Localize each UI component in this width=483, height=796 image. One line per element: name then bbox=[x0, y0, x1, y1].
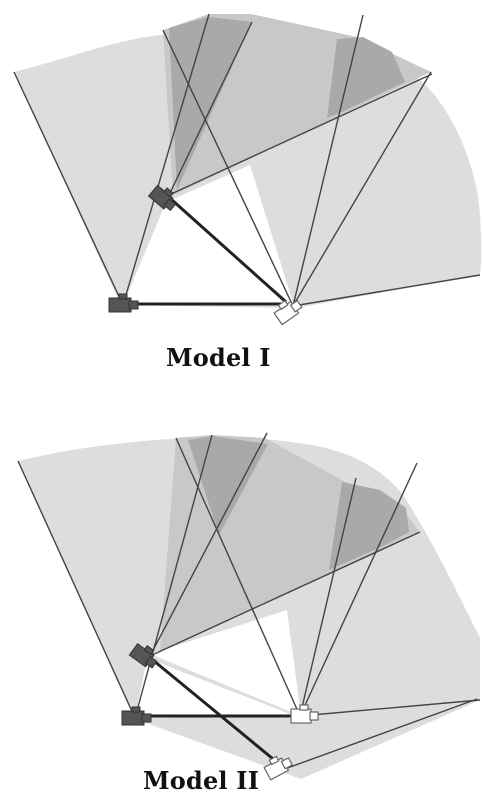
model-i-panel: Model I bbox=[13, 13, 482, 372]
view-line bbox=[17, 460, 136, 719]
model-i-caption: Model I bbox=[166, 343, 271, 372]
camera-icon bbox=[290, 704, 319, 724]
camera-icon bbox=[128, 642, 158, 669]
model-ii-caption: Model II bbox=[143, 766, 260, 795]
camera-connector bbox=[170, 198, 288, 304]
view-line bbox=[292, 71, 432, 307]
view-line bbox=[13, 71, 124, 306]
overlap-zone-dark-left bbox=[169, 17, 252, 190]
view-line bbox=[134, 434, 213, 719]
white-gap-left-camera bbox=[171, 165, 294, 306]
view-line bbox=[292, 14, 364, 307]
overlap-zone-dark-right bbox=[327, 37, 405, 118]
view-line bbox=[299, 477, 357, 717]
view-line bbox=[168, 21, 253, 196]
white-gap-bottom bbox=[123, 195, 293, 306]
overlap-zone-dark-left bbox=[188, 436, 268, 535]
camera-icon bbox=[263, 755, 294, 781]
view-line bbox=[162, 29, 294, 307]
white-gap-left-camera bbox=[150, 610, 301, 716]
model-i-diagram bbox=[13, 13, 482, 326]
white-gap-bottom bbox=[135, 658, 295, 718]
view-line bbox=[149, 432, 268, 657]
view-line bbox=[292, 274, 481, 307]
view-line bbox=[299, 462, 418, 717]
view-line bbox=[299, 699, 481, 717]
overlap-zone-dark-right bbox=[329, 482, 409, 570]
view-line bbox=[175, 437, 301, 717]
model-ii-diagram bbox=[17, 432, 481, 781]
camera-icon bbox=[273, 299, 303, 326]
view-line bbox=[122, 13, 210, 306]
model-ii-panel: Model II bbox=[0, 398, 483, 796]
view-line bbox=[281, 698, 478, 771]
camera-connector bbox=[153, 659, 279, 765]
camera-icon bbox=[108, 293, 139, 313]
camera-icon bbox=[147, 184, 177, 212]
camera-icon bbox=[121, 706, 152, 726]
view-line bbox=[168, 73, 433, 196]
